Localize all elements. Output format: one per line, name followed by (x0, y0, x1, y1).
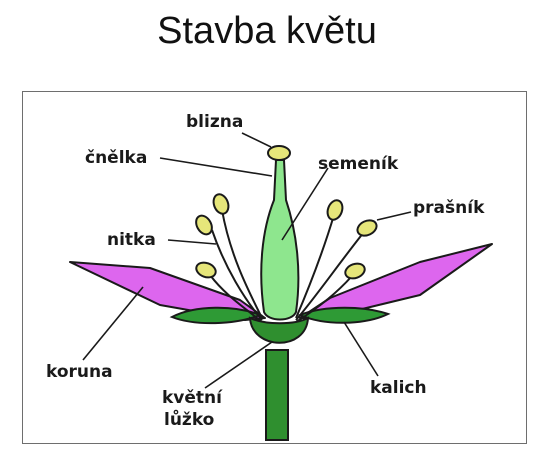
page-title: Stavba květu (157, 10, 377, 52)
label-blizna: blizna (186, 112, 244, 132)
label-nitka: nitka (107, 230, 156, 250)
petal-left (69, 261, 266, 321)
label-prasnik: prašník (413, 198, 485, 218)
stem (265, 349, 289, 441)
sepal-right (297, 306, 391, 324)
label-kvetni: květní (162, 388, 222, 408)
leader-lines (82, 132, 412, 389)
ovary (260, 159, 300, 321)
label-koruna: koruna (46, 362, 113, 382)
petal-right (299, 243, 493, 319)
diagram-frame (22, 91, 527, 444)
filaments (209, 209, 365, 323)
receptacle (248, 316, 310, 344)
anthers (195, 193, 378, 280)
label-cnelka: čnělka (85, 148, 148, 168)
label-semenik: semeník (318, 154, 399, 174)
stigma (267, 145, 291, 161)
label-kalich: kalich (370, 378, 427, 398)
label-luzko: lůžko (164, 410, 215, 430)
